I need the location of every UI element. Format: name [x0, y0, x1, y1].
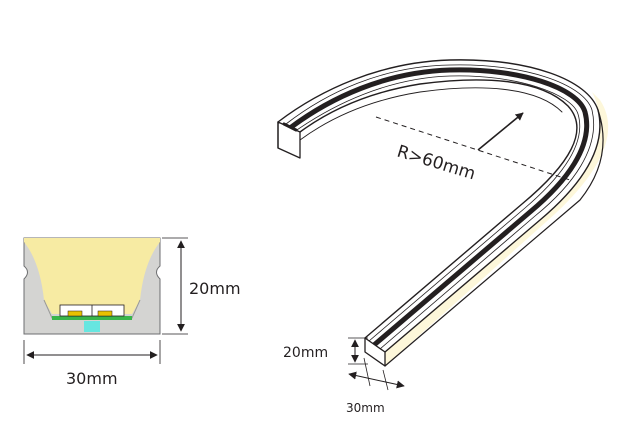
bent-strip [277, 59, 609, 367]
led-chip-left [67, 310, 83, 317]
strip-end-dimensions: 20mm 30mm [283, 337, 405, 415]
radius-label: R>60mm [395, 142, 478, 185]
cross-section-width-label: 30mm [66, 369, 118, 388]
strip-width-label: 30mm [346, 401, 385, 415]
strip-height-label: 20mm [283, 345, 328, 361]
strip-width-dimension-line [348, 371, 405, 389]
strip-right-end [364, 337, 386, 367]
cross-section: 20mm 30mm [23, 237, 241, 388]
strip-glow-side [385, 92, 609, 366]
strip-center-groove [287, 67, 590, 348]
led-chip-right [97, 310, 113, 317]
radius-arrow [477, 112, 524, 151]
cross-section-height-label: 20mm [189, 279, 241, 298]
diffuser [24, 238, 160, 314]
radius-dashed-line [375, 116, 571, 181]
pcb [52, 316, 132, 320]
connector [84, 321, 100, 332]
